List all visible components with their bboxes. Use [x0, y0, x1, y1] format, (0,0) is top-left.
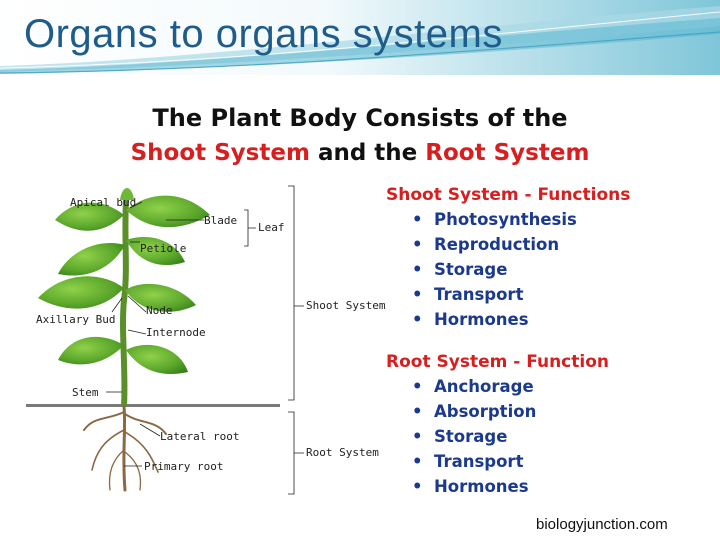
label-node: Node — [146, 304, 173, 317]
leader-axillary — [111, 297, 123, 313]
root-function-item: • Anchorage — [412, 374, 536, 399]
bullet: • — [412, 210, 423, 229]
shoot-function-label: Photosynthesis — [434, 210, 577, 229]
leaf-shape — [126, 344, 188, 374]
heading-shoot-system: Shoot System — [130, 140, 310, 166]
root-function-item: • Hormones — [412, 474, 536, 499]
leader-node — [127, 295, 147, 313]
plant-diagram: Apical bud Blade Leaf Petiole Node Axill… — [26, 185, 386, 495]
bullet: • — [412, 235, 423, 254]
root-function-label: Anchorage — [434, 377, 534, 396]
label-shoot-system: Shoot System — [306, 299, 386, 312]
root-function-label: Transport — [434, 452, 524, 471]
lateral-root — [124, 413, 167, 435]
leader-lines — [106, 185, 304, 495]
label-petiole: Petiole — [140, 242, 186, 255]
label-internode: Internode — [146, 326, 206, 339]
leaf-shape — [125, 283, 196, 312]
heading-line-1: The Plant Body Consists of the — [152, 104, 568, 132]
source-credit: biologyjunction.com — [536, 516, 668, 533]
root-function-item: • Storage — [412, 424, 536, 449]
roots — [83, 404, 167, 492]
bullet: • — [412, 285, 423, 304]
leaf-bracket — [244, 209, 256, 247]
shoot-function-item: • Transport — [412, 282, 577, 307]
primary-root — [122, 404, 127, 492]
leaves — [38, 188, 210, 374]
label-apical-bud: Apical bud — [70, 196, 136, 209]
root-function-label: Absorption — [434, 402, 537, 421]
heading-connector: and the — [309, 140, 426, 166]
leader-internode — [127, 329, 147, 335]
slide-title: Organs to organs systems — [24, 12, 503, 56]
apical-bud-shape — [120, 188, 134, 200]
label-primary-root: Primary root — [144, 460, 223, 473]
bullet: • — [412, 427, 423, 446]
shoot-function-label: Reproduction — [434, 235, 560, 254]
label-axillary-bud: Axillary Bud — [36, 313, 115, 326]
leader-lateral — [139, 423, 161, 437]
shoot-functions-list: • Photosynthesis • Reproduction • Storage •… — [412, 207, 577, 332]
lateral-root — [108, 449, 125, 491]
root-functions-title: Root System - Function — [386, 352, 609, 372]
leaf-shape — [55, 202, 124, 231]
leaf-shape — [38, 276, 124, 309]
root-function-item: • Absorption — [412, 399, 536, 424]
shoot-functions-title: Shoot System - Functions — [386, 185, 631, 205]
label-lateral-root: Lateral root — [160, 430, 239, 443]
root-function-label: Hormones — [434, 477, 529, 496]
root-functions-list: • Anchorage • Absorption • Storage • Transpo… — [412, 374, 536, 499]
label-root-system: Root System — [306, 446, 379, 459]
soil-surface — [26, 404, 280, 407]
heading-line-2: Shoot System and the Root System — [0, 140, 720, 166]
shoot-function-label: Transport — [434, 285, 524, 304]
leaf-shape — [126, 236, 185, 266]
bullet: • — [412, 310, 423, 329]
lateral-root — [83, 411, 125, 431]
label-stem: Stem — [72, 386, 99, 399]
lateral-root — [91, 429, 125, 471]
shoot-function-item: • Reproduction — [412, 232, 577, 257]
lateral-root — [124, 451, 142, 491]
root-function-item: • Transport — [412, 449, 536, 474]
root-function-label: Storage — [434, 427, 508, 446]
header-banner — [0, 0, 720, 75]
shoot-bracket — [288, 185, 304, 401]
leader-apical — [129, 201, 143, 209]
bullet: • — [412, 452, 423, 471]
shoot-function-item: • Photosynthesis — [412, 207, 577, 232]
label-leaf: Leaf — [258, 221, 285, 234]
bullet: • — [412, 477, 423, 496]
shoot-function-item: • Hormones — [412, 307, 577, 332]
leaf-shape — [58, 336, 124, 365]
lateral-root — [124, 431, 159, 473]
bullet: • — [412, 260, 423, 279]
shoot-function-label: Hormones — [434, 310, 529, 329]
bullet: • — [412, 377, 423, 396]
main-heading: The Plant Body Consists of the — [0, 104, 720, 132]
shoot-function-label: Storage — [434, 260, 508, 279]
label-blade: Blade — [204, 214, 237, 227]
stem — [120, 199, 129, 407]
leaf-shape — [126, 195, 210, 228]
leaf-shape — [58, 243, 125, 276]
shoot-function-item: • Storage — [412, 257, 577, 282]
heading-root-system: Root System — [425, 140, 590, 166]
root-bracket — [288, 411, 304, 495]
bullet: • — [412, 402, 423, 421]
